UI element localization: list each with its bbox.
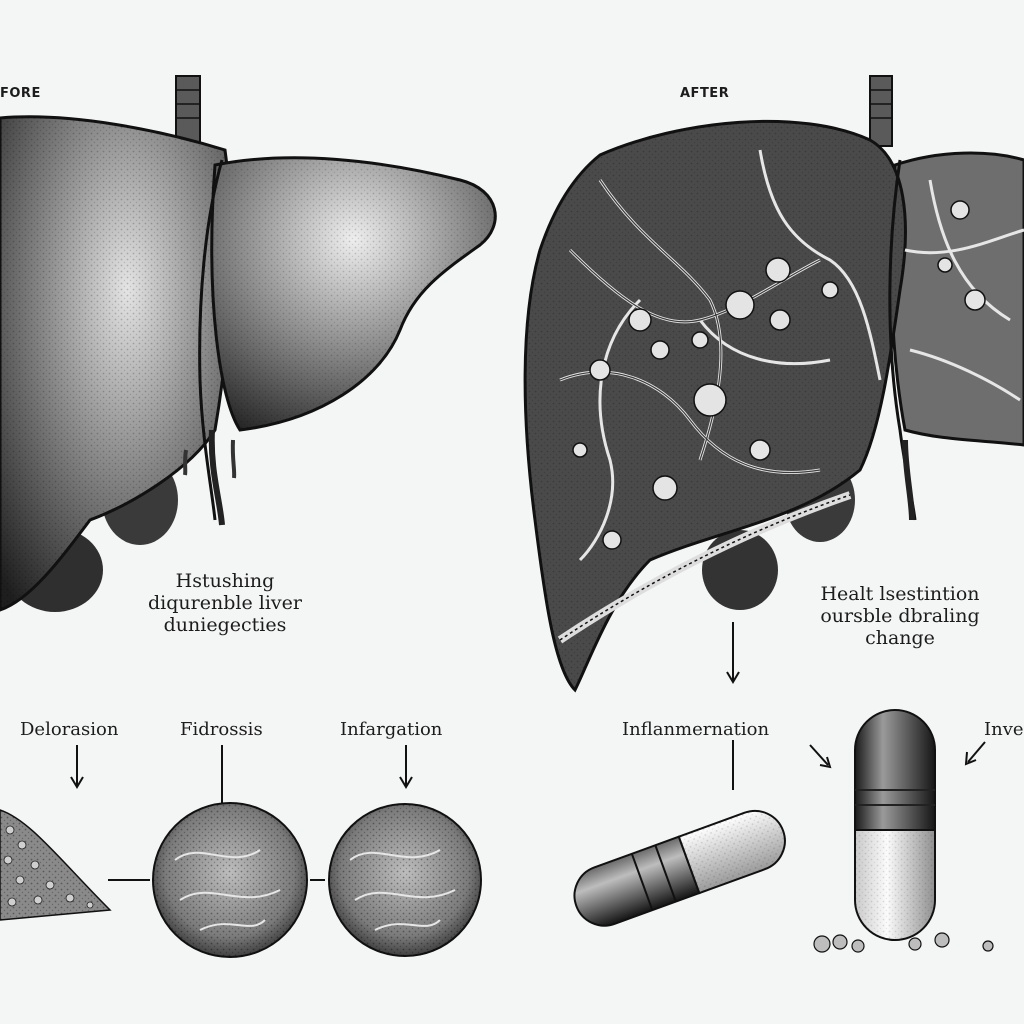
before-caption-line-2: diqurenble liver (148, 592, 302, 614)
fibrosis-disc (152, 802, 308, 958)
term-inflammation: Inflanmernation (622, 719, 770, 740)
term-fibrosis: Fidrossis (180, 719, 263, 740)
horizontal-capsule (573, 809, 786, 927)
before-caption-line-1: Hstushing (175, 570, 275, 592)
term-infarction: Infargation (340, 719, 443, 740)
after-caption-line-3: change (865, 627, 935, 649)
granule-pile (0, 809, 112, 921)
connectors (70, 622, 986, 881)
after-caption-line-2: oursble dbraling (820, 605, 980, 627)
after-caption-line-1: Healt lsestintion (820, 583, 980, 605)
before-header: FORE (0, 86, 41, 101)
before-caption: Hstushing diqurenble liver duniegecties (120, 570, 330, 636)
healthy-liver (0, 75, 497, 612)
term-decoloration: Delorasion (20, 719, 119, 740)
pellets (813, 932, 994, 953)
after-caption: Healt lsestintion oursble dbraling chang… (795, 583, 1005, 649)
term-inve: Inve (984, 719, 1024, 740)
hepatic-vein-after (869, 75, 893, 147)
right-lobe-after (889, 151, 1024, 447)
vertical-capsule (854, 709, 936, 941)
nodules (572, 200, 986, 550)
after-header: AFTER (680, 86, 730, 101)
damaged-liver (523, 75, 1024, 693)
infarction-disc (328, 803, 482, 957)
before-caption-line-3: duniegecties (163, 614, 287, 636)
hepatic-vein (175, 75, 201, 147)
